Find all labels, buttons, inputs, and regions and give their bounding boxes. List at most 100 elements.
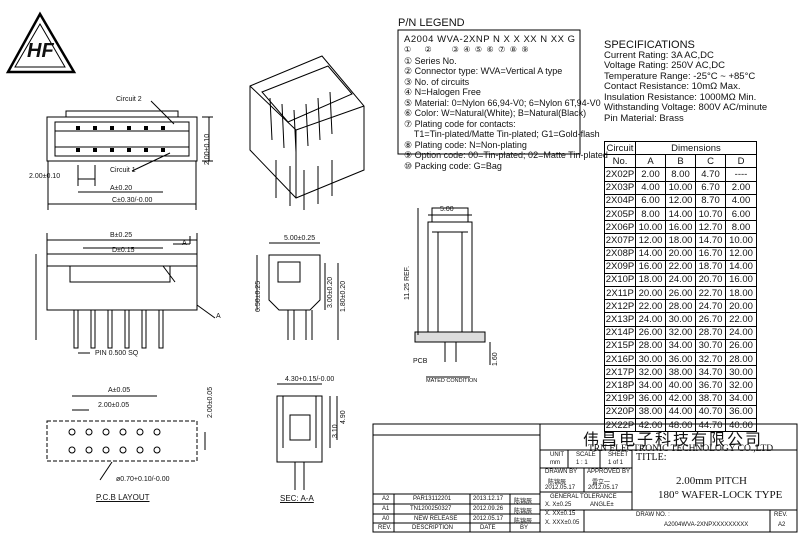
table-cell-dimension: 18.00 (725, 286, 757, 301)
tb-drawn-date: 2012.05.17 (545, 485, 576, 491)
table-cell-dimension: 8.70 (695, 193, 726, 208)
table-cell-dimension: 16.00 (635, 259, 666, 274)
table-cell-circuit: 2X19P (604, 391, 636, 406)
label-pin-sq: PIN 0.500 SQ (95, 350, 139, 357)
table-cell-dimension: 32.70 (695, 351, 726, 367)
top-view-drawing (46, 100, 213, 210)
label-dim-b-025: B±0.25 (110, 232, 133, 239)
table-cell-dimension: 14.00 (725, 259, 757, 274)
table-cell-dimension: 48.00 (665, 417, 696, 433)
rev-head: REV. (378, 525, 392, 531)
isometric-drawing (249, 55, 365, 210)
label-circuit1: Circuit 1 (110, 167, 136, 174)
tb-drawn-by: 陈锦辰 (548, 480, 567, 486)
table-cell-circuit: 2X03P (604, 180, 636, 195)
table-cell-dimension: 38.00 (665, 365, 696, 380)
tb-sheet-label: SHEET (608, 452, 629, 458)
tb-scale-val: 1 : 1 (576, 460, 588, 466)
table-cell-dimension: 30.70 (695, 338, 726, 354)
label-dim-160: 1.60 (492, 352, 499, 366)
tb-draw-no-label: DRAW NO. : (636, 512, 670, 518)
table-cell-dimension: 12.70 (695, 220, 726, 235)
spec-line: Contact Resistance: 10mΩ Max. (604, 81, 741, 92)
tb-approved-by-label: APPROVED BY (587, 469, 631, 475)
table-cell-circuit: 2X15P (604, 338, 636, 354)
table-cell-circuit: 2X10P (604, 272, 636, 288)
rev-head: DESCRIPTION (412, 525, 454, 531)
table-cell-dimension: 26.00 (635, 325, 666, 340)
table-header-a: A (635, 154, 666, 169)
label-dim-650-025: 6.50±0.25 (255, 280, 262, 312)
table-cell-dimension: 30.00 (635, 351, 666, 367)
table-cell-dimension: 28.00 (665, 299, 696, 314)
table-header-circuit: Circuit (604, 140, 636, 156)
table-cell-dimension: 26.00 (665, 286, 696, 301)
label-dim-300-020: 3.00±0.20 (327, 276, 334, 308)
legend-item: ⑨ Option code: 00=Tin-plated; 02=Matte T… (404, 150, 608, 160)
table-cell-dimension: 40.00 (725, 417, 757, 433)
table-cell-dimension: 38.00 (635, 404, 666, 419)
table-cell-dimension: 8.00 (725, 220, 757, 235)
table-cell-dimension: 40.00 (665, 378, 696, 393)
front-view-drawing (35, 233, 216, 354)
table-cell-dimension: 10.00 (635, 220, 666, 235)
label-pcb-200-005-v: 2.00±0.05 (207, 386, 214, 418)
title-block (372, 423, 798, 533)
table-cell-dimension: 26.70 (695, 312, 726, 327)
table-cell-dimension: 36.70 (695, 378, 726, 393)
label-dim-200-010-v: 2.00±0.10 (204, 133, 211, 165)
table-cell-dimension: 12.00 (635, 233, 666, 248)
table-cell-dimension: 36.00 (665, 351, 696, 367)
table-cell-circuit: 2X09P (604, 259, 636, 274)
tb-approved-by: 雷立一 (592, 480, 611, 486)
table-cell-dimension: 24.00 (665, 272, 696, 288)
table-cell-circuit: 2X05P (604, 206, 636, 222)
section-aa-drawing (276, 383, 338, 490)
table-cell-dimension: ---- (725, 167, 757, 182)
rev-row-desc: PAR13112201 (413, 496, 452, 502)
legend-title: P/N LEGEND (398, 17, 465, 29)
legend-item: ⑧ Plating code: N=Non-plating (404, 139, 527, 150)
table-cell-dimension: 16.00 (725, 272, 757, 288)
table-cell-dimension: 6.00 (635, 193, 666, 208)
label-pcb-a-005: A±0.05 (108, 387, 131, 394)
table-cell-dimension: 20.70 (695, 272, 726, 288)
label-arrow-a-bottom: A (216, 313, 221, 320)
table-cell-dimension: 20.00 (635, 286, 666, 301)
logo-text: HF (27, 40, 54, 62)
rev-row-desc: NEW RELEASE (414, 516, 458, 522)
table-cell-dimension: 40.70 (695, 404, 726, 419)
legend-item: ⑩ Packing code: G=Bag (404, 160, 502, 171)
table-cell-circuit: 2X14P (604, 325, 636, 340)
tb-tol1: X. X±0.25 (545, 502, 572, 508)
spec-line: Withstanding Voltage: 800V AC/minute (604, 102, 768, 113)
table-cell-dimension: 4.70 (695, 167, 726, 182)
tb-title-line1: 2.00mm PITCH (676, 475, 747, 487)
table-cell-dimension: 34.70 (695, 365, 726, 380)
hf-logo (5, 11, 77, 74)
side-view-drawing (256, 242, 339, 340)
rev-row-by: 陈锦辰 (514, 519, 533, 525)
table-cell-dimension: 20.00 (665, 246, 696, 261)
table-cell-dimension: 44.00 (665, 404, 696, 419)
tb-drawn-by-label: DRAWN BY (545, 469, 578, 475)
rev-row-date: 2013.12.17 (473, 496, 504, 502)
legend-item: ④ N=Halogen Free (404, 87, 481, 97)
mated-condition-drawing (414, 207, 491, 378)
label-circuit2: Circuit 2 (116, 96, 142, 103)
table-cell-circuit: 2X13P (604, 312, 636, 327)
legend-item: T1=Tin-plated/Matte Tin-plated; G1=Gold-… (404, 129, 600, 139)
legend-item: ① Series No. (404, 55, 457, 66)
table-cell-dimension: 8.00 (665, 167, 696, 182)
label-dim-490: 4.90 (340, 410, 347, 424)
table-cell-circuit: 2X04P (604, 193, 636, 208)
